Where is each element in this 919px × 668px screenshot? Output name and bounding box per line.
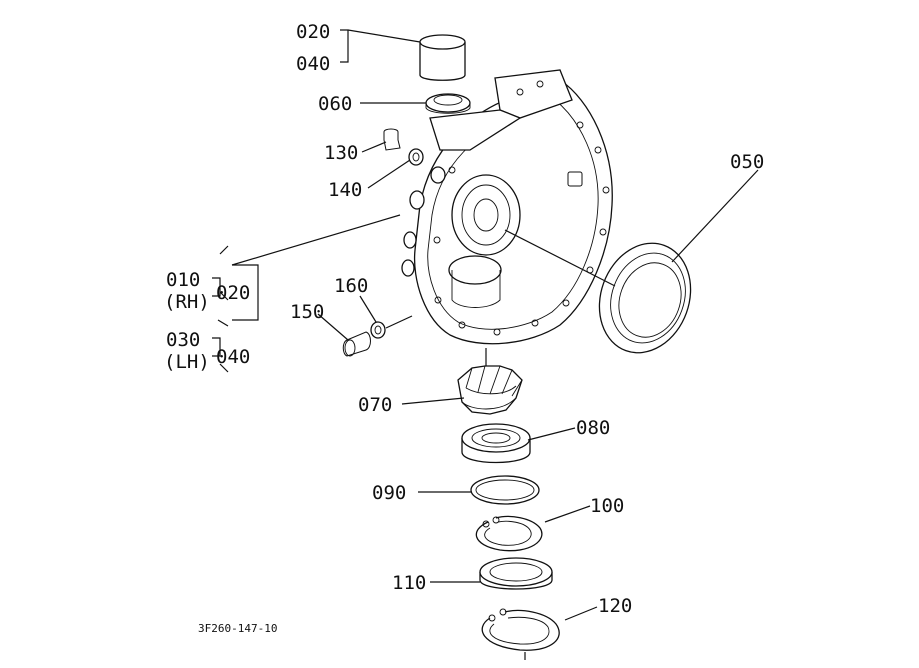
part-labels: 020 040 060 130 140 050 010 (RH) 020 030… — [164, 21, 764, 635]
label-080: 080 — [576, 417, 610, 439]
label-070: 070 — [358, 394, 392, 416]
label-020-side: 020 — [216, 282, 250, 304]
bevel-gear-part — [457, 365, 523, 415]
label-rh: (RH) — [164, 291, 210, 313]
label-020-top: 020 — [296, 21, 330, 43]
plug-bolt-part — [383, 128, 401, 151]
oil-seal-part — [425, 93, 471, 114]
leader-lines — [212, 29, 759, 660]
washer-part — [408, 148, 424, 166]
ball-bearing-part — [461, 423, 531, 464]
circlip-part — [481, 608, 560, 651]
gear-case-housing — [401, 69, 613, 345]
label-060: 060 — [318, 93, 352, 115]
label-050: 050 — [730, 151, 764, 173]
drawing-code: 3F260-147-10 — [198, 622, 277, 635]
ring-part — [470, 475, 540, 505]
label-100: 100 — [590, 495, 624, 517]
label-130: 130 — [324, 142, 358, 164]
label-040-top: 040 — [296, 53, 330, 75]
label-110: 110 — [392, 572, 426, 594]
drain-bolt-part — [342, 331, 371, 357]
spacer-ring-part — [479, 557, 553, 590]
seal-washer-part — [370, 321, 386, 339]
collar-part — [419, 34, 466, 81]
label-160: 160 — [334, 275, 368, 297]
label-lh: (LH) — [164, 351, 210, 373]
label-040-side: 040 — [216, 346, 250, 368]
label-010: 010 — [166, 269, 200, 291]
label-120: 120 — [598, 595, 632, 617]
snap-ring-part — [475, 515, 543, 552]
label-150: 150 — [290, 301, 324, 323]
label-030: 030 — [166, 329, 200, 351]
label-090: 090 — [372, 482, 406, 504]
label-140: 140 — [328, 179, 362, 201]
